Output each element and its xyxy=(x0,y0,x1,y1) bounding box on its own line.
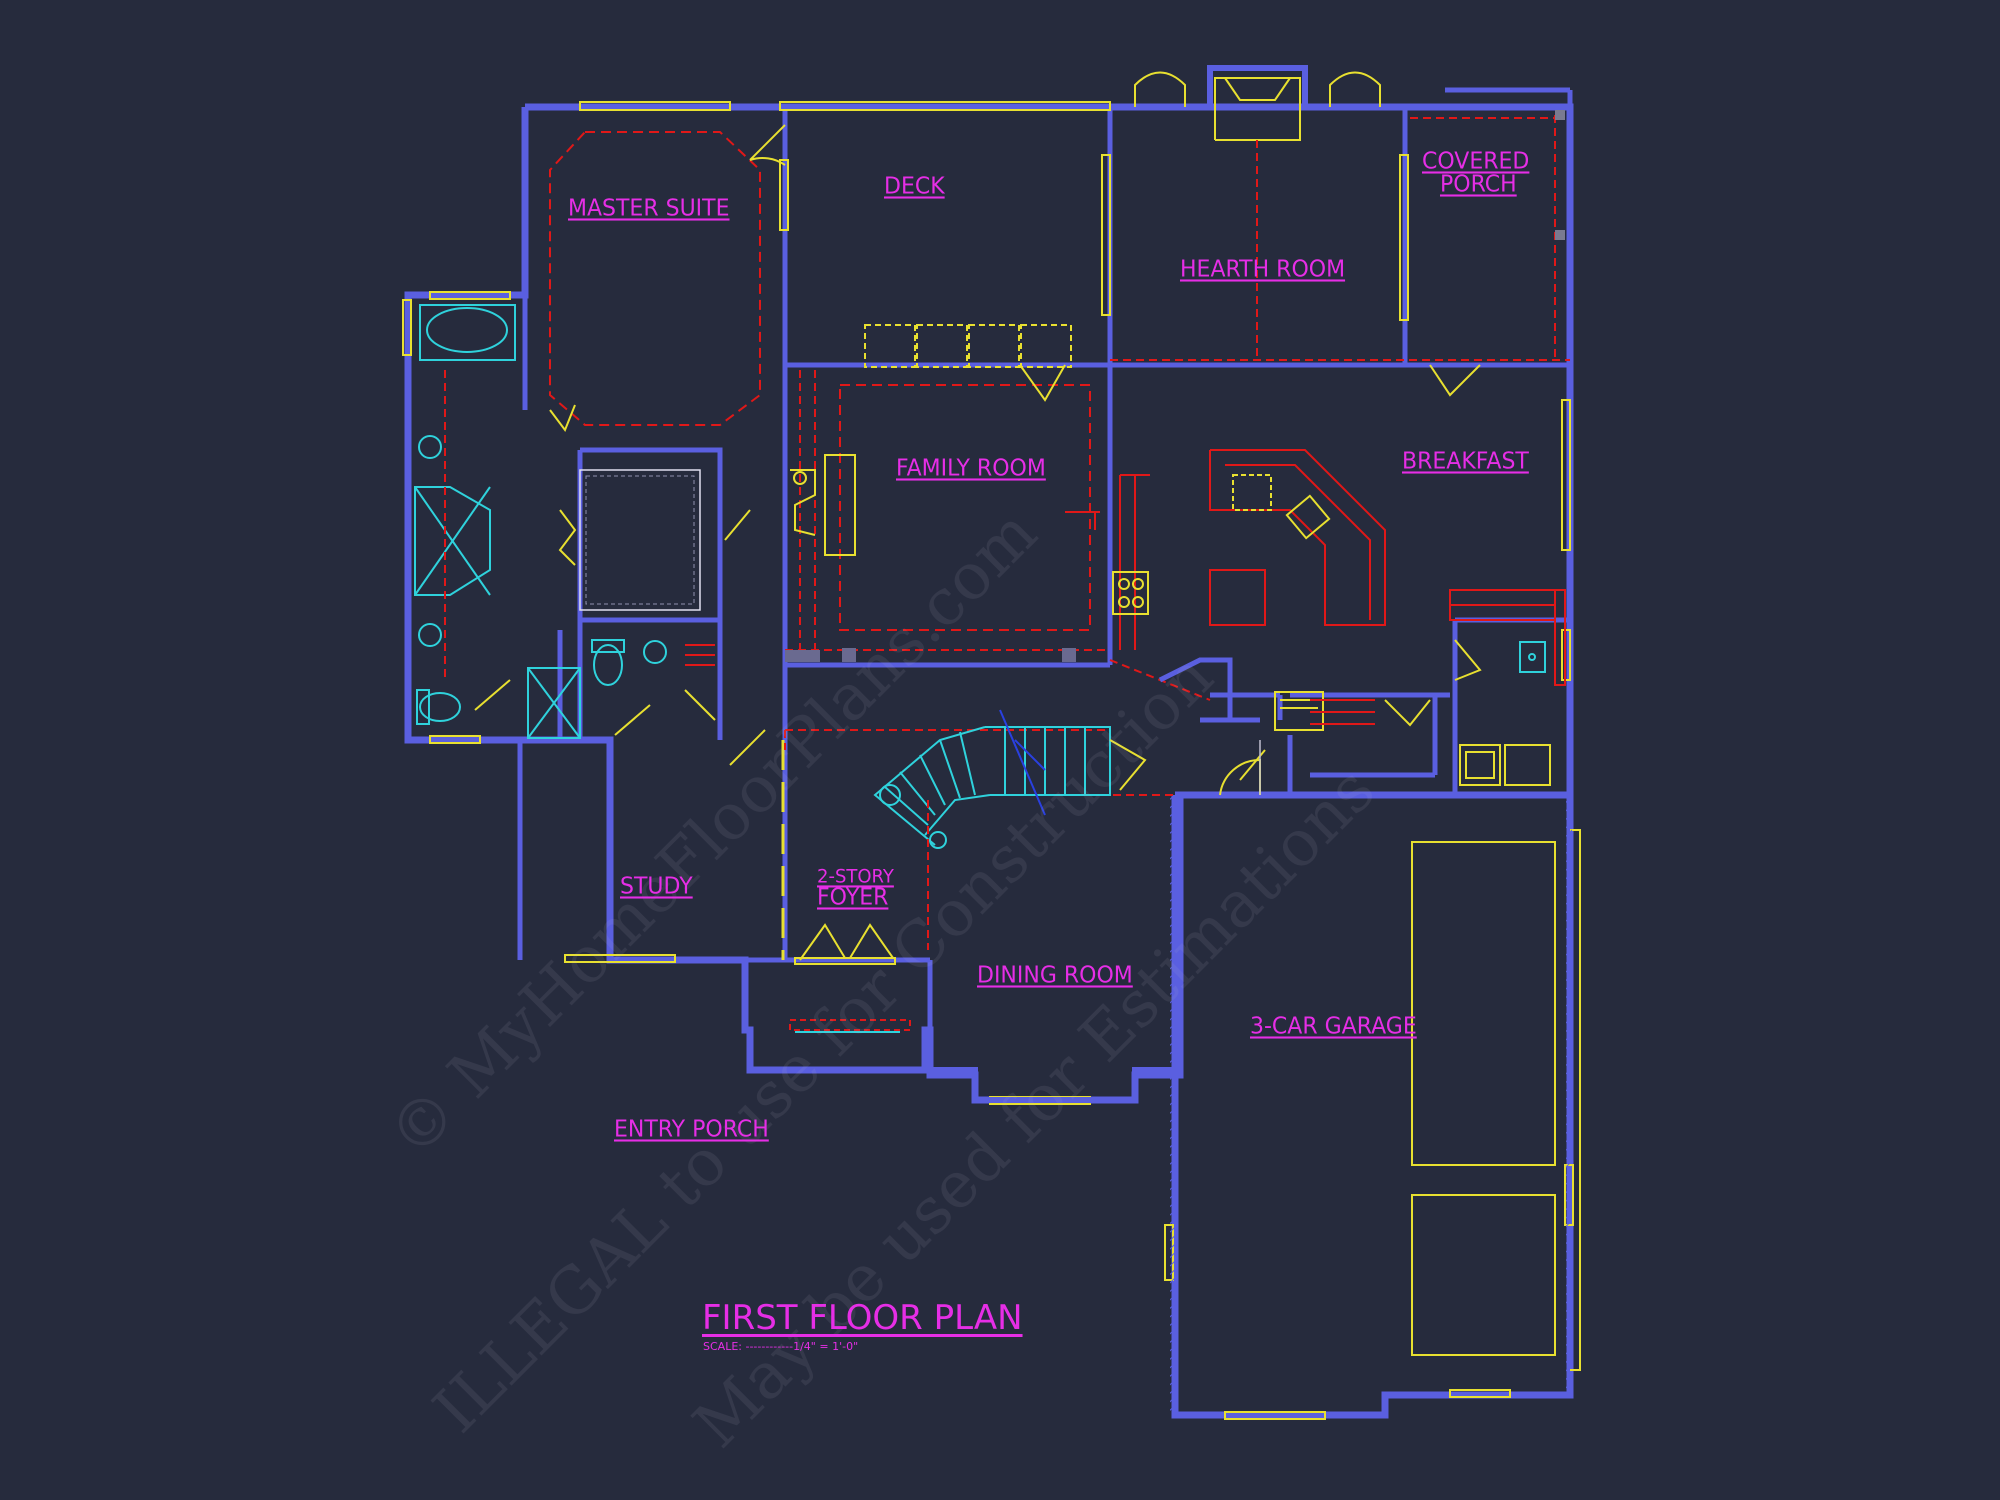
plan-title: FIRST FLOOR PLAN xyxy=(702,1298,1023,1338)
room-label-garage: 3-CAR GARAGE xyxy=(1250,1013,1417,1040)
room-label-breakfast: BREAKFAST xyxy=(1402,448,1529,475)
room-label-hearth-room: HEARTH ROOM xyxy=(1180,256,1346,283)
fireplace-bump xyxy=(1207,65,1308,107)
windows xyxy=(402,101,1574,1420)
room-label-master-suite: MASTER SUITE xyxy=(568,195,730,222)
room-label-study: STUDY xyxy=(620,873,693,900)
room-label-deck: DECK xyxy=(884,173,945,200)
master-tray-ceiling xyxy=(549,131,761,426)
room-label-covered-porch-1: COVERED xyxy=(1422,148,1530,175)
family-tray-ceiling xyxy=(839,384,1091,631)
room-label-covered-porch-2: PORCH xyxy=(1440,171,1517,198)
room-label-dining-room: DINING ROOM xyxy=(977,962,1133,989)
kitchen-counters xyxy=(1119,449,1566,686)
staircase xyxy=(873,726,1111,849)
deck-steps xyxy=(864,324,1072,368)
interior-walls xyxy=(408,87,1573,1030)
garage-doors xyxy=(1411,829,1581,1371)
exterior-walls xyxy=(404,103,1574,1419)
room-label-entry-porch: ENTRY PORCH xyxy=(614,1116,769,1143)
room-label-foyer-2: FOYER xyxy=(817,884,889,911)
family-fireplace xyxy=(790,454,856,556)
plan-scale: SCALE: ------------1/4" = 1'-0" xyxy=(703,1340,859,1353)
room-label-foyer-1: 2-STORY xyxy=(817,865,894,888)
room-label-family-room: FAMILY ROOM xyxy=(896,455,1046,482)
